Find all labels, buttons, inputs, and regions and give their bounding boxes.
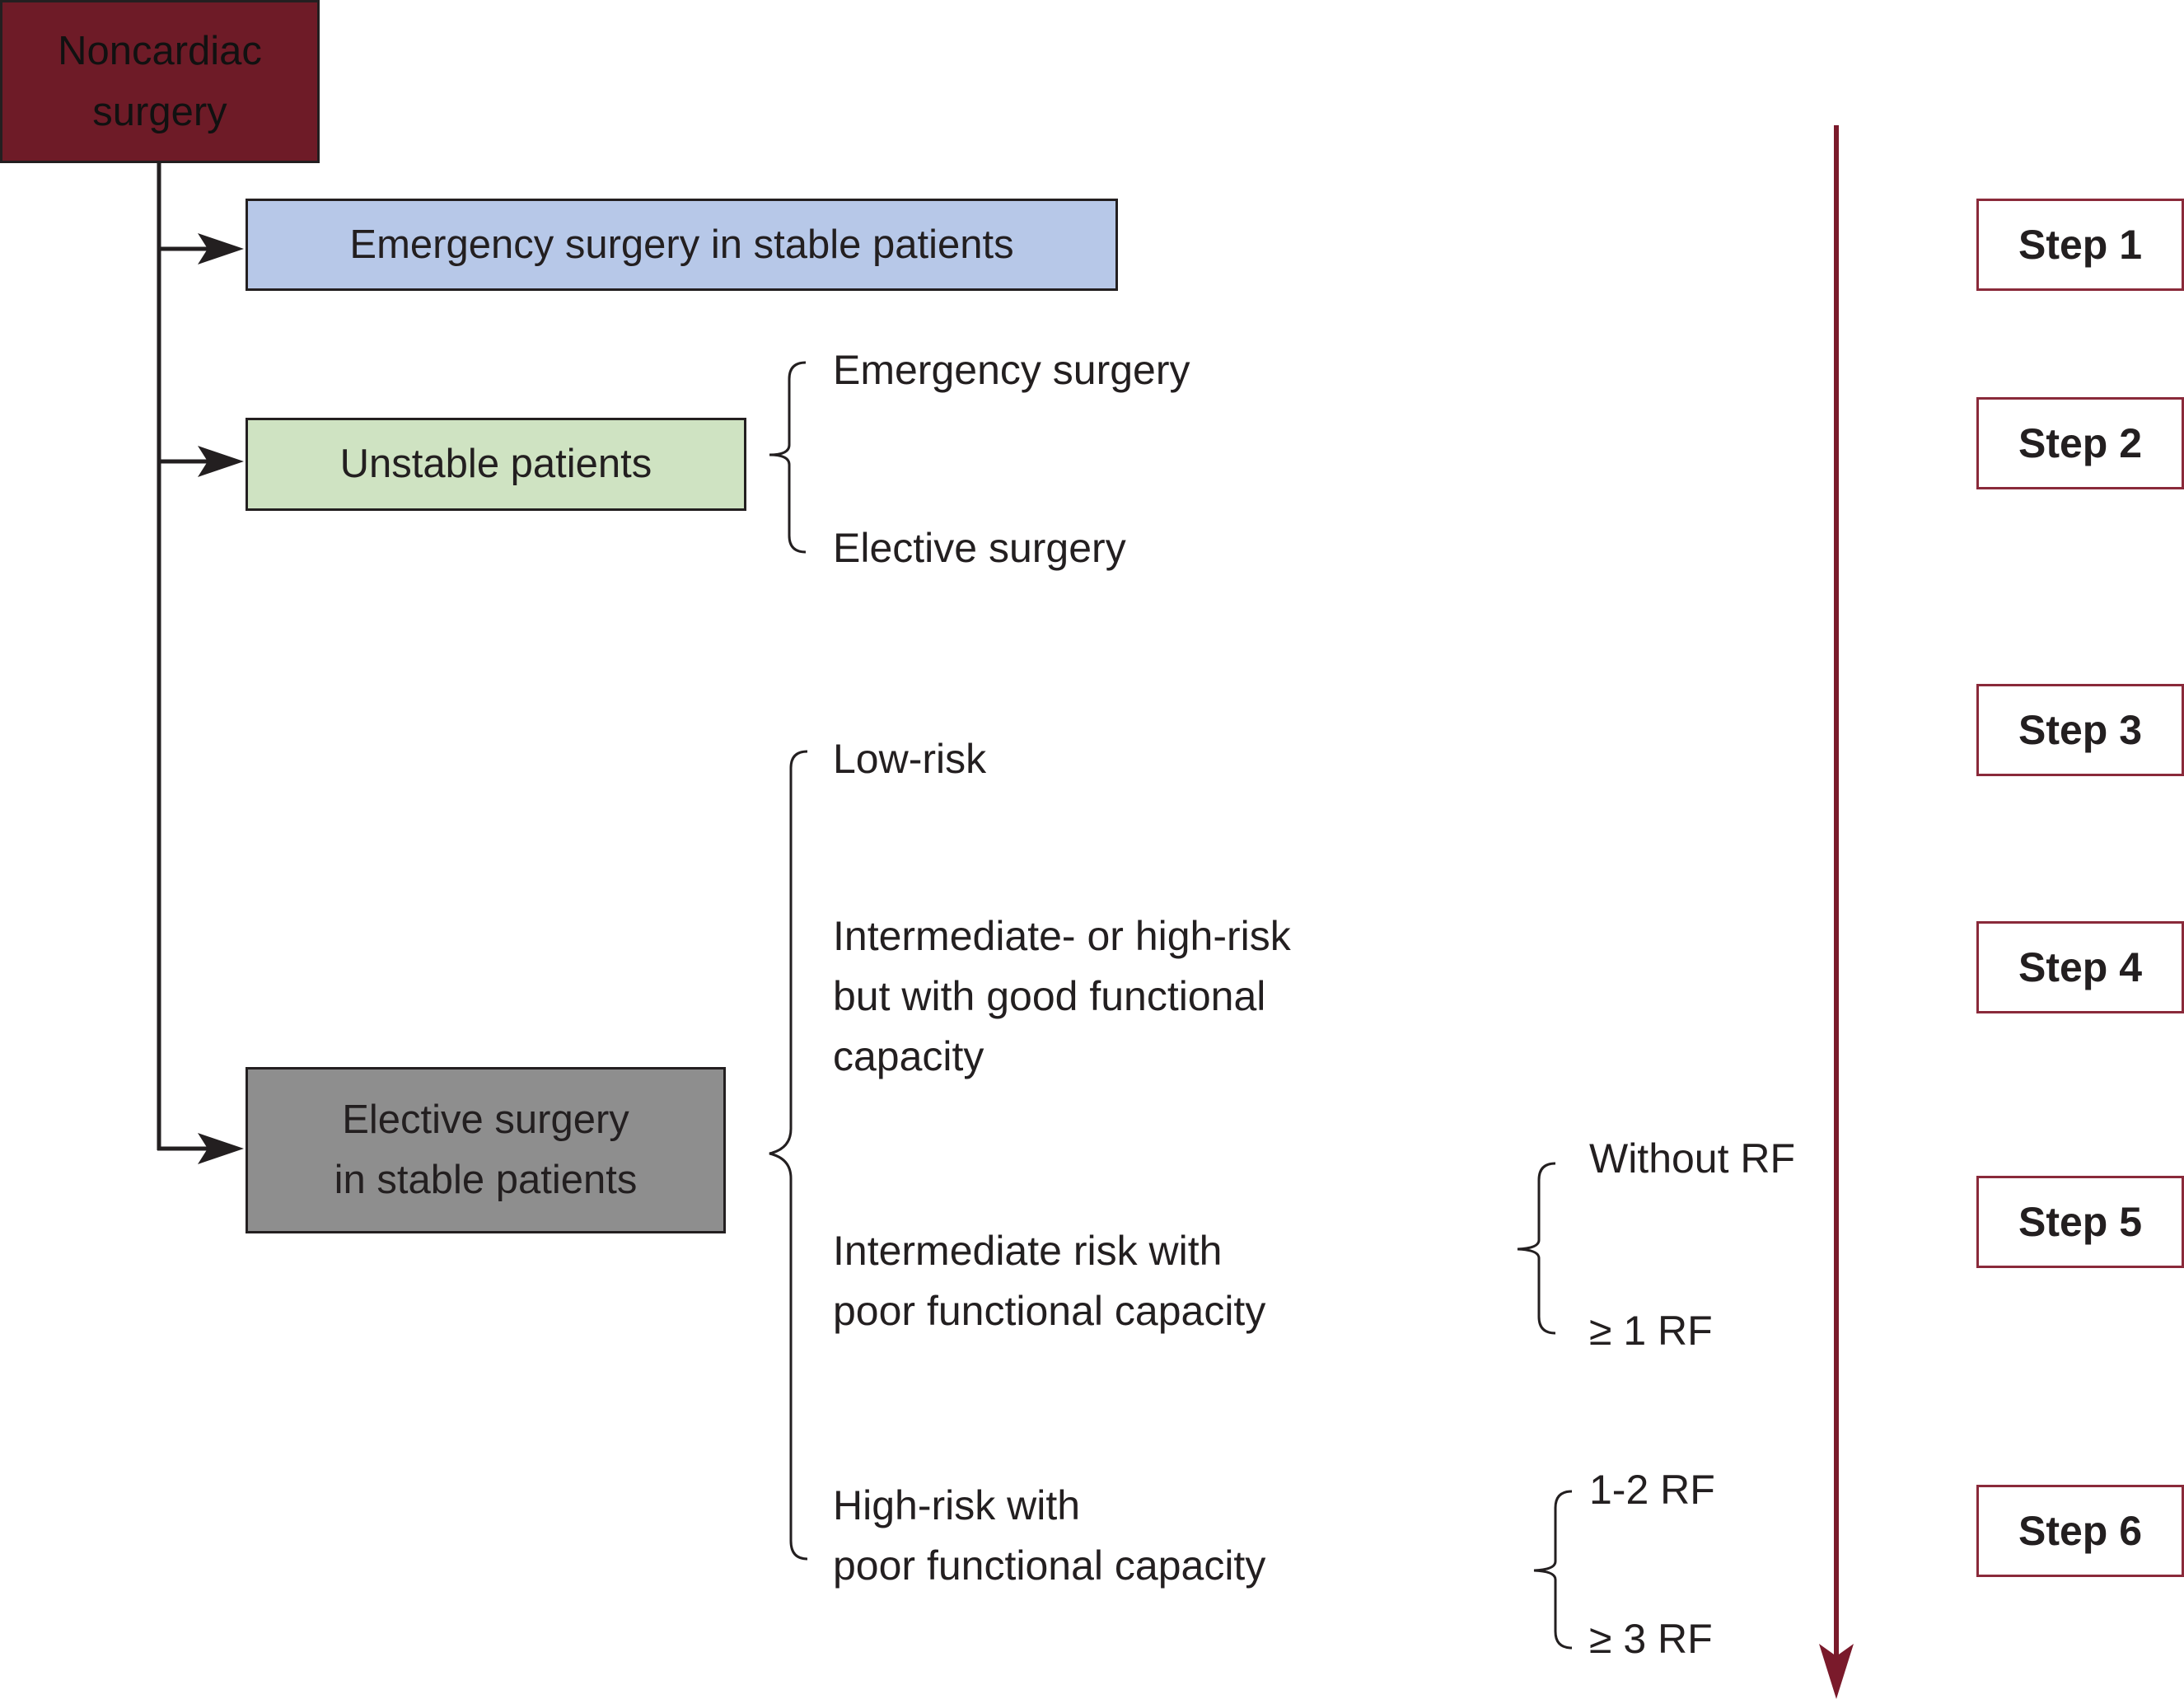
elective-line-2: in stable patients — [334, 1158, 638, 1202]
step-5-box: Step 5 — [1976, 1176, 2184, 1268]
option-low-risk: Low-risk — [833, 736, 987, 782]
high-poor-line-1: High-risk with — [833, 1482, 1081, 1528]
option-high-risk-poor-capacity: High-risk with poor functional capacity — [833, 1476, 1265, 1596]
step-4-box: Step 4 — [1976, 921, 2184, 1013]
elective-line-1: Elective surgery — [342, 1098, 629, 1142]
brace-elective — [769, 750, 808, 1561]
intermediate-poor-line-2: poor functional capacity — [833, 1288, 1266, 1334]
step-3-box: Step 3 — [1976, 684, 2184, 776]
rf-at-least-one: ≥ 1 RF — [1589, 1308, 1713, 1354]
emergency-stable-label: Emergency surgery in stable patients — [349, 222, 1014, 267]
timeline-arrow — [1819, 125, 1854, 1699]
branch-arrow-unstable — [157, 446, 244, 477]
option-emergency-surgery: Emergency surgery — [833, 347, 1190, 393]
step-1-box: Step 1 — [1976, 199, 2184, 291]
step-6-box: Step 6 — [1976, 1485, 2184, 1577]
intermediate-good-line-3: capacity — [833, 1033, 984, 1079]
box-elective-stable: Elective surgery in stable patients — [246, 1067, 726, 1233]
unstable-patients-label: Unstable patients — [339, 442, 652, 486]
option-intermediate-poor-capacity: Intermediate risk with poor functional c… — [833, 1221, 1265, 1341]
option-intermediate-good-capacity: Intermediate- or high-risk but with good… — [833, 906, 1291, 1087]
intermediate-poor-line-1: Intermediate risk with — [833, 1228, 1223, 1274]
branch-arrow-emergency — [157, 233, 244, 264]
intermediate-good-line-2: but with good functional — [833, 973, 1266, 1019]
branch-arrow-elective — [157, 1133, 244, 1164]
rf-without: Without RF — [1589, 1135, 1796, 1182]
rf-at-least-three: ≥ 3 RF — [1589, 1616, 1713, 1662]
root-box-noncardiac-surgery: Noncardiac surgery — [0, 0, 320, 163]
brace-unstable — [769, 361, 807, 554]
step-2-box: Step 2 — [1976, 397, 2184, 489]
box-unstable-patients: Unstable patients — [246, 418, 746, 511]
root-line-2: surgery — [92, 90, 227, 134]
rf-one-to-two: 1-2 RF — [1589, 1467, 1715, 1513]
brace-rf-high — [1533, 1490, 1573, 1650]
high-poor-line-2: poor functional capacity — [833, 1542, 1266, 1589]
option-elective-surgery: Elective surgery — [833, 525, 1126, 571]
intermediate-good-line-1: Intermediate- or high-risk — [833, 913, 1291, 959]
brace-rf-intermediate — [1517, 1162, 1556, 1335]
root-line-1: Noncardiac — [58, 29, 262, 73]
box-emergency-stable: Emergency surgery in stable patients — [246, 199, 1118, 291]
